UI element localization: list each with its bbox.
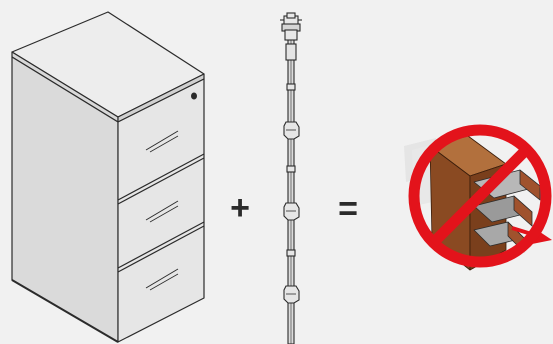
- rod-clip-2: [284, 203, 299, 220]
- rod-top-fitting: [280, 13, 302, 60]
- rod-guide-2: [287, 166, 295, 172]
- cabinet-front: [118, 79, 204, 342]
- plus-sign: +: [230, 189, 250, 227]
- rod-guide-1: [287, 84, 295, 90]
- rod-clip-1: [284, 122, 299, 139]
- cabinet-lock: [191, 93, 197, 100]
- equals-sign: =: [338, 190, 358, 228]
- rod-guide-3: [287, 250, 295, 256]
- drawer-open-2-front: [514, 196, 532, 226]
- rod-clip-3: [284, 286, 299, 303]
- filing-cabinet-icon: [12, 12, 204, 342]
- locking-rod-icon: [280, 13, 302, 344]
- no-multiple-drawers-open-icon: [404, 130, 552, 270]
